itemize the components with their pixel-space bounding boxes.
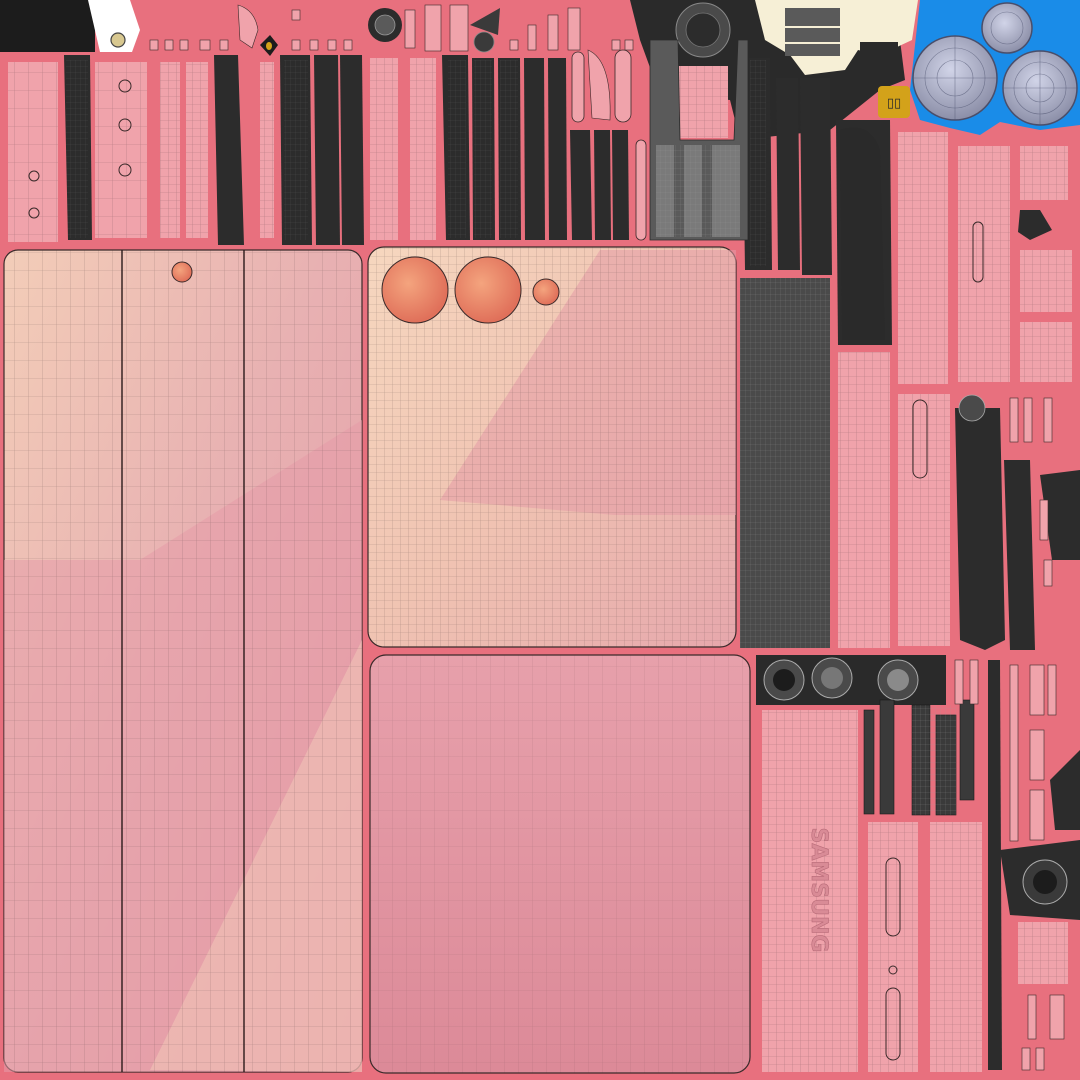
top-strip-panels — [8, 58, 728, 242]
lens-glass-small — [981, 2, 1033, 54]
top-dark-strip-gridlines — [66, 60, 766, 266]
large-panel-left — [3, 249, 363, 1073]
brand-text: SAMSUNG — [806, 828, 831, 953]
top-lens-ring-inner — [685, 12, 721, 48]
top-small-parts — [149, 4, 634, 52]
top-hinge-white-part — [88, 0, 140, 52]
dark-tall-strip — [740, 278, 830, 648]
hinge-screw-icon — [110, 32, 126, 48]
right-ring-mid — [958, 394, 986, 422]
cream-grill-rows — [785, 8, 840, 56]
pink-curved-part — [587, 49, 611, 121]
top-strip-holes — [28, 79, 132, 219]
right-pink-panels — [762, 132, 1072, 1072]
dark-rods-grid — [912, 705, 956, 815]
top-left-dark-strip — [0, 0, 95, 52]
large-panel-mid-bottom — [369, 654, 751, 1074]
right-ring-bottom-inner — [1033, 870, 1057, 894]
amber-flash-part — [878, 86, 910, 118]
top-dark-wedge — [470, 8, 500, 35]
top-small-ring — [473, 31, 495, 53]
pink-pill-parts — [571, 49, 647, 241]
small-pink-tabs — [954, 397, 1065, 1071]
large-panel-mid-top — [367, 246, 737, 648]
gray-bracket-grid — [656, 145, 740, 237]
flash-icon-glyph: ▯▯ — [887, 96, 901, 111]
top-drop-dot — [266, 42, 272, 50]
ring-cluster — [756, 655, 946, 705]
lens-mesh-lines — [913, 11, 1077, 125]
top-speaker-ring-inner — [374, 14, 396, 36]
top-arc-part — [237, 4, 259, 49]
right-dark-block — [840, 42, 898, 340]
right-slot-outlines — [885, 221, 984, 1061]
